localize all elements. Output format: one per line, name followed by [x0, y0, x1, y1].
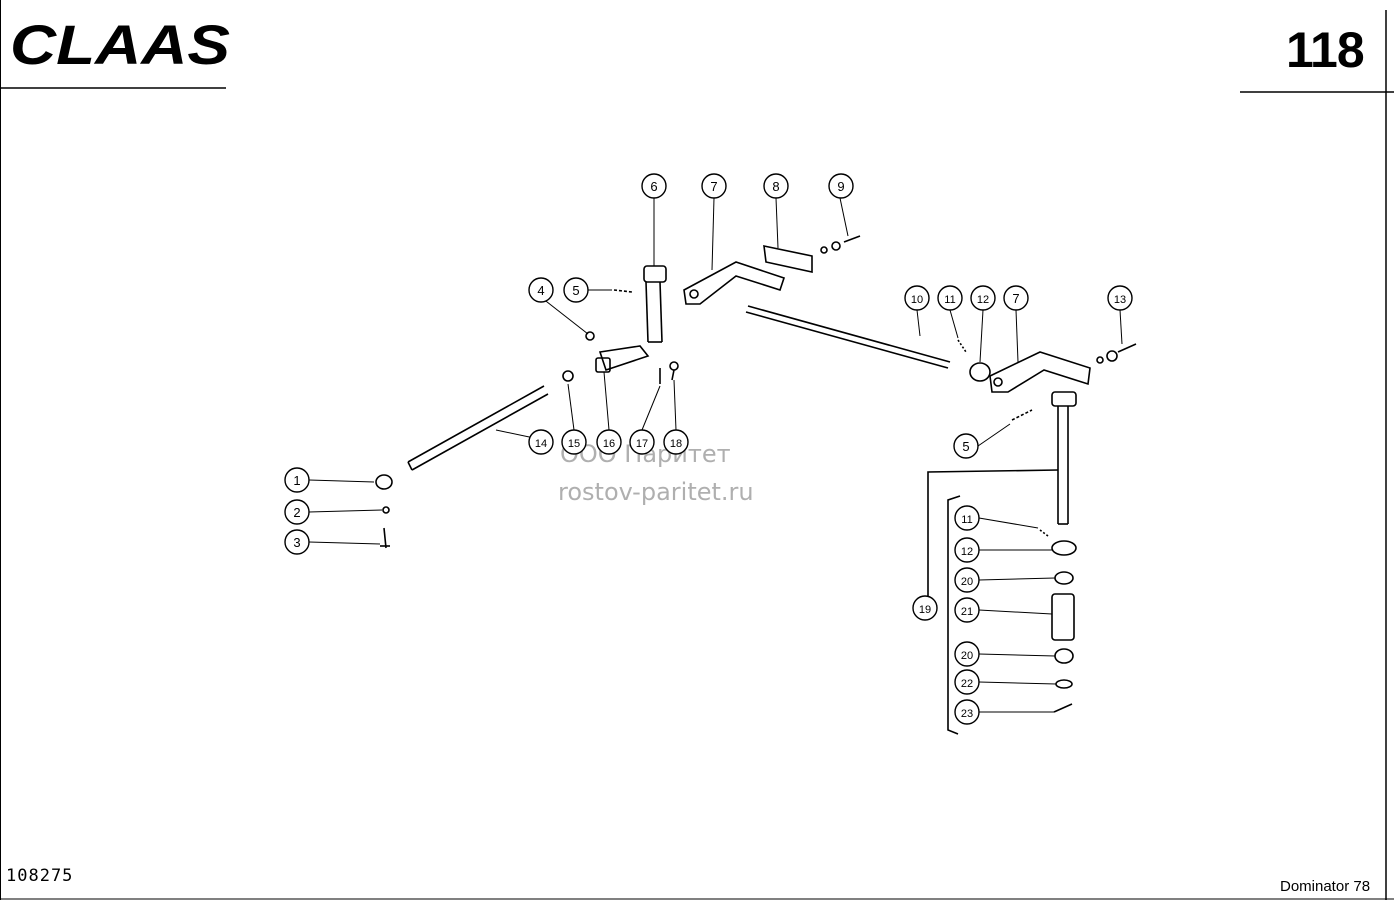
callout-23: 23 [954, 699, 980, 725]
svg-text:20: 20 [961, 576, 973, 588]
svg-text:3: 3 [293, 535, 300, 550]
svg-text:1: 1 [293, 473, 300, 488]
callout-3: 3 [284, 529, 310, 555]
svg-text:19: 19 [919, 604, 931, 616]
callout-5-right: 5 [953, 433, 979, 459]
svg-text:9: 9 [837, 179, 844, 194]
svg-text:4: 4 [537, 283, 544, 298]
callout-1: 1 [284, 467, 310, 493]
svg-text:17: 17 [636, 438, 648, 450]
callout-8: 8 [763, 173, 789, 199]
svg-text:7: 7 [1012, 291, 1019, 306]
callout-11: 11 [937, 285, 963, 311]
svg-text:12: 12 [961, 546, 973, 558]
callout-6: 6 [641, 173, 667, 199]
callout-16: 16 [596, 429, 622, 455]
svg-text:10: 10 [911, 294, 923, 306]
svg-text:16: 16 [603, 438, 615, 450]
brand-text: CLAAS [10, 14, 230, 72]
callout-group: 1 2 3 4 5 6 7 8 9 10 11 12 7 13 14 15 16… [284, 173, 1133, 725]
callout-12-group: 12 [954, 537, 980, 563]
callout-14: 14 [528, 429, 554, 455]
callout-18: 18 [663, 429, 689, 455]
callout-5: 5 [563, 277, 589, 303]
svg-text:14: 14 [535, 438, 547, 450]
svg-text:5: 5 [962, 439, 969, 454]
svg-text:2: 2 [293, 505, 300, 520]
callout-7-right: 7 [1003, 285, 1029, 311]
callout-20-upper: 20 [954, 567, 980, 593]
drawing-number: 108275 [6, 866, 74, 886]
callout-22: 22 [954, 669, 980, 695]
callout-20-lower: 20 [954, 641, 980, 667]
page-number: 118 [1286, 22, 1365, 78]
svg-text:11: 11 [944, 294, 955, 306]
callout-2: 2 [284, 499, 310, 525]
svg-text:6: 6 [650, 179, 657, 194]
callout-15: 15 [561, 429, 587, 455]
svg-text:15: 15 [568, 438, 580, 450]
svg-text:5: 5 [572, 283, 579, 298]
callout-9: 9 [828, 173, 854, 199]
svg-text:20: 20 [961, 650, 973, 662]
svg-text:23: 23 [961, 708, 973, 720]
svg-text:22: 22 [961, 678, 973, 690]
callout-10: 10 [904, 285, 930, 311]
svg-text:7: 7 [710, 179, 717, 194]
svg-text:11: 11 [961, 514, 972, 526]
svg-text:18: 18 [670, 438, 682, 450]
svg-text:21: 21 [961, 606, 973, 618]
callout-21: 21 [954, 597, 980, 623]
callout-11-group: 11 [954, 505, 980, 531]
watermark-url: rostov-paritet.ru [558, 478, 754, 506]
callout-4: 4 [528, 277, 554, 303]
claas-logo: CLAAS [10, 14, 230, 72]
callout-17: 17 [629, 429, 655, 455]
callout-13: 13 [1107, 285, 1133, 311]
callout-19: 19 [912, 595, 938, 621]
svg-text:12: 12 [977, 294, 989, 306]
svg-text:13: 13 [1114, 294, 1126, 306]
callout-7: 7 [701, 173, 727, 199]
model-name: Dominator 78 [1280, 878, 1371, 895]
svg-text:8: 8 [772, 179, 779, 194]
callout-12: 12 [970, 285, 996, 311]
